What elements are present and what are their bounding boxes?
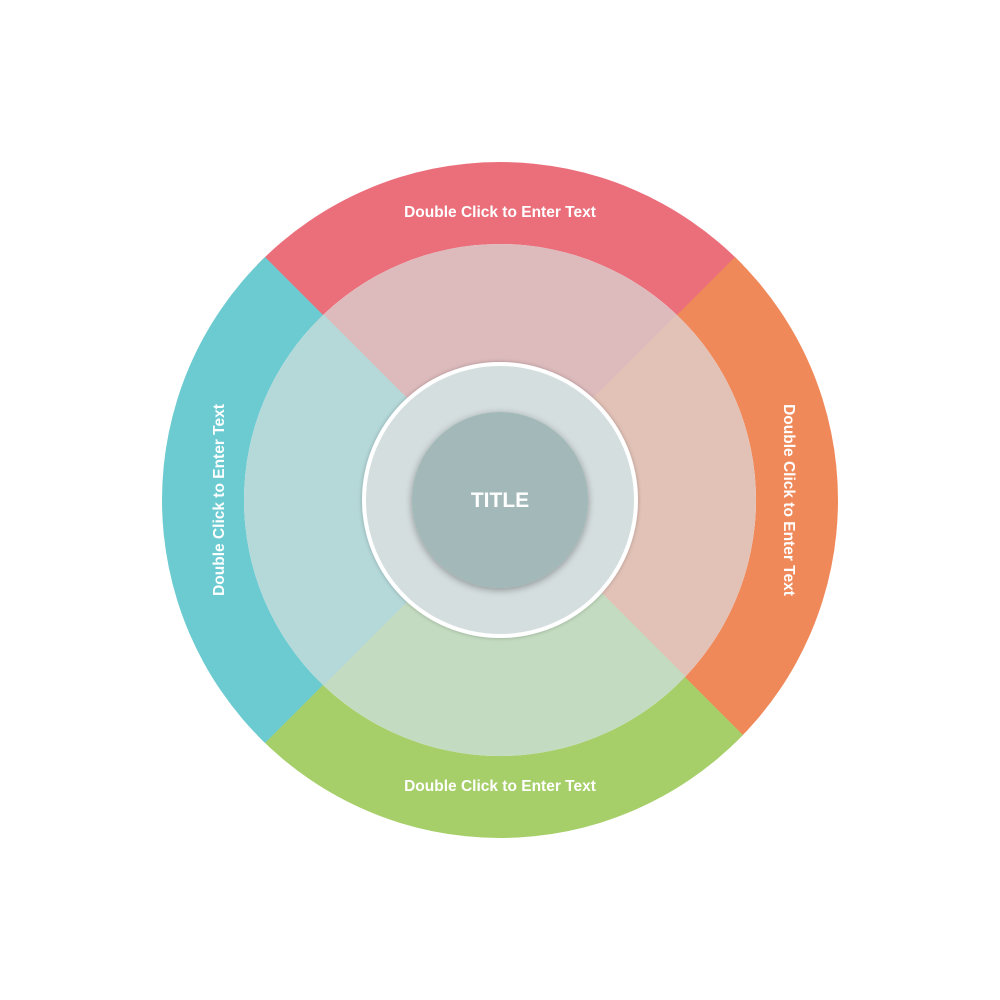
inner-segments <box>244 244 756 756</box>
center-core[interactable] <box>412 412 588 588</box>
segment-left-outer[interactable] <box>162 257 324 743</box>
segment-top-inner[interactable] <box>314 244 686 434</box>
segment-right-label[interactable]: Double Click to Enter Text <box>780 404 797 596</box>
outer-segments <box>162 162 838 838</box>
segment-left-label[interactable]: Double Click to Enter Text <box>211 404 228 596</box>
segment-left-inner[interactable] <box>244 314 434 686</box>
segment-bottom-inner[interactable] <box>314 566 686 756</box>
segment-bottom-outer[interactable] <box>257 676 743 838</box>
diagram-title[interactable]: TITLE <box>471 489 529 512</box>
segment-right-inner[interactable] <box>566 314 756 686</box>
segment-top-label[interactable]: Double Click to Enter Text <box>404 204 596 221</box>
segment-top-outer[interactable] <box>257 162 743 324</box>
segment-bottom-label[interactable]: Double Click to Enter Text <box>404 778 596 795</box>
segment-right-outer[interactable] <box>676 257 838 743</box>
